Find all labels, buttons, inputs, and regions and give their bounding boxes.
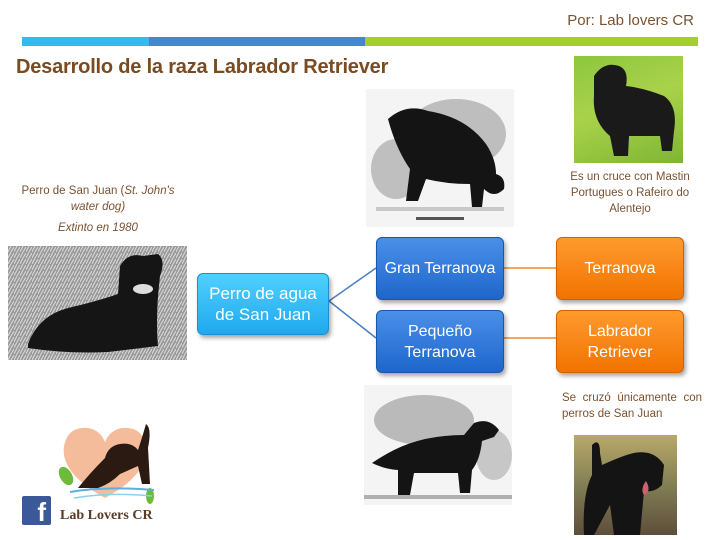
node-pequeno-terranova: Pequeño Terranova <box>376 310 504 373</box>
node-gran-terranova: Gran Terranova <box>376 237 504 300</box>
newfoundland-dog-icon <box>593 64 675 156</box>
node-perro-de-agua: Perro de agua de San Juan <box>197 273 329 335</box>
small-newfoundland-engraving <box>364 385 512 505</box>
large-newfoundland-engraving <box>366 89 514 227</box>
page-title: Desarrollo de la raza Labrador Retriever <box>16 56 389 78</box>
facebook-icon[interactable]: f <box>22 496 51 525</box>
labrador-photo <box>574 435 677 535</box>
header-bar-blue <box>149 37 365 46</box>
brand-name: Lab Lovers CR <box>60 508 153 523</box>
labrador-caption: Se cruzó únicamente con perros de San Ju… <box>562 392 702 420</box>
st-johns-caption-plain: Perro de San Juan ( <box>21 185 125 197</box>
newfoundland-photo <box>574 56 683 163</box>
engraving-dog-icon <box>371 99 506 220</box>
header-bar-green <box>365 37 698 46</box>
header-bar-cyan <box>22 37 149 46</box>
extinct-caption: Extinto en 1980 <box>58 222 138 234</box>
labrador-dog-icon <box>583 442 664 535</box>
engraving-dog-icon <box>364 395 512 499</box>
dog-silhouette-icon <box>8 246 187 360</box>
node-terranova: Terranova <box>556 237 684 300</box>
lab-lovers-logo <box>50 418 160 508</box>
author-credit: Por: Lab lovers CR <box>567 12 694 29</box>
st-johns-caption: Perro de San Juan (St. John's water dog)… <box>10 183 186 236</box>
heart-dog-logo-icon <box>58 424 155 504</box>
st-johns-dog-photo <box>8 246 187 360</box>
newfoundland-caption: Es un cruce con Mastin Portugues o Rafei… <box>570 171 690 215</box>
st-johns-caption-italic: St. John's water dog) <box>70 185 175 213</box>
node-labrador-retriever: Labrador Retriever <box>556 310 684 373</box>
